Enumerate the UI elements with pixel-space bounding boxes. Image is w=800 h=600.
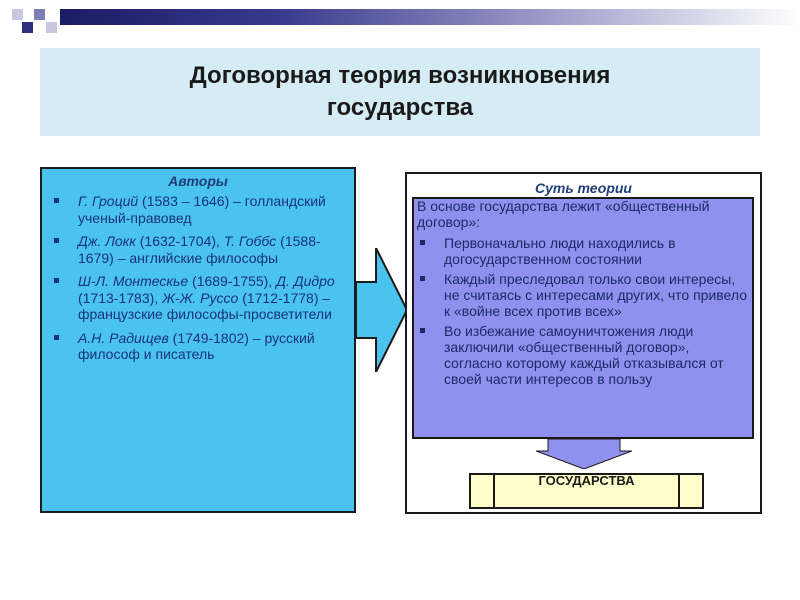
authors-heading: Авторы <box>168 173 228 189</box>
state-result-box: ГОСУДАРСТВА <box>469 473 704 509</box>
author-item: Г. Гроций (1583 – 1646) – голландский уч… <box>54 193 346 226</box>
slide-title: Договорная теория возникновения государс… <box>189 62 611 121</box>
author-name: Т. Гоббс <box>223 233 277 249</box>
essence-lead: В основе государства лежит «общественный… <box>417 198 710 230</box>
authors-box: Авторы Г. Гроций (1583 – 1646) – голланд… <box>40 167 356 513</box>
author-name: Г. Гроций <box>78 193 139 209</box>
author-name: Дж. Локк <box>78 233 136 249</box>
author-info: (1713-1783), <box>78 289 163 306</box>
author-name: Ш-Л. Монтескье <box>78 273 189 289</box>
decorative-header-strip <box>0 0 800 40</box>
author-info: (1583 – 1646) – голландский ученый-право… <box>78 193 326 226</box>
author-item: Дж. Локк (1632-1704), Т. Гоббс (1588-167… <box>54 233 346 266</box>
decor-square <box>12 9 23 20</box>
author-item: А.Н. Радищев (1749-1802) – русский филос… <box>54 330 346 363</box>
square-bullet-icon <box>54 278 59 283</box>
essence-item-text: Каждый преследовал только свои интересы,… <box>444 271 747 319</box>
author-info: (1749-1802) – русский философ и писатель <box>78 329 315 363</box>
right-arrow-icon <box>356 248 408 372</box>
square-bullet-icon <box>54 238 59 243</box>
square-bullet-icon <box>54 334 59 340</box>
authors-list: Г. Гроций (1583 – 1646) – голландский уч… <box>42 193 354 363</box>
square-bullet-icon <box>420 276 425 281</box>
author-info: (1632-1704), <box>135 233 224 249</box>
essence-item-text: Первоначально люди находились в догосуда… <box>444 235 676 267</box>
decor-square <box>34 9 45 20</box>
down-arrow-icon <box>536 439 632 469</box>
author-name: А.Н. Радищев <box>78 329 169 346</box>
square-bullet-icon <box>420 328 425 333</box>
author-info: (1588-1679) – английские философы <box>78 233 321 266</box>
decor-square <box>22 22 33 33</box>
essence-item: Во избежание самоуничтожения люди заключ… <box>418 323 750 387</box>
title-banner: Договорная теория возникновения государс… <box>40 48 760 136</box>
essence-list: Первоначально люди находились в догосуда… <box>418 235 750 391</box>
author-item: Ш-Л. Монтескье (1689-1755), Д. Дидро (17… <box>54 273 346 323</box>
essence-content-box: В основе государства лежит «общественный… <box>412 197 754 439</box>
author-info: (1689-1755), <box>188 273 277 289</box>
decor-square <box>46 22 57 33</box>
author-name: Д. Дидро <box>276 273 335 289</box>
square-bullet-icon <box>420 240 425 245</box>
author-name: Ж-Ж. Руссо <box>162 289 239 306</box>
result-label: ГОСУДАРСТВА <box>538 473 635 488</box>
gradient-bar <box>60 9 800 25</box>
essence-heading: Суть теории <box>535 180 632 196</box>
square-bullet-icon <box>54 198 59 203</box>
essence-item-text: Во избежание самоуничтожения люди заключ… <box>444 323 724 387</box>
essence-item: Первоначально люди находились в догосуда… <box>418 235 750 267</box>
result-frame <box>493 473 680 509</box>
author-info: (1712-1778) – французские философы-просв… <box>78 289 332 323</box>
essence-item: Каждый преследовал только свои интересы,… <box>418 271 750 319</box>
